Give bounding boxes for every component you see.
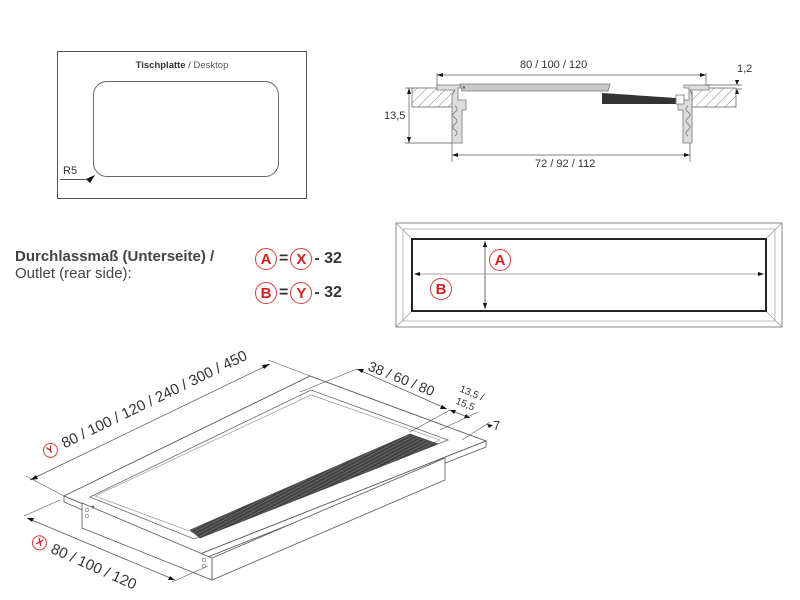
desktop-title-de: Tischplatte <box>135 60 186 71</box>
outlet-label-de: Durchlassmaß (Unterseite) / <box>15 248 215 265</box>
bottom-width-dimension: 72 / 92 / 112 <box>535 158 596 170</box>
desktop-title: Tischplatte / Desktop <box>135 60 229 71</box>
outlet-label-en: Outlet (rear side): <box>15 265 132 282</box>
radius-arrow-icon <box>86 175 95 183</box>
lip-thickness-dimension: 1,2 <box>737 63 753 75</box>
radius-leader-line <box>60 179 90 180</box>
radius-label: R5 <box>63 165 78 177</box>
top-width-dimension: 80 / 100 / 120 <box>520 59 588 71</box>
formula-a: A = X - 32 <box>255 248 342 270</box>
marker-b-icon: B <box>255 282 277 304</box>
marker-x-icon: X <box>290 248 313 270</box>
formula-b: B = Y - 32 <box>255 282 342 304</box>
frame-marker-a-icon: A <box>489 249 511 271</box>
marker-y-icon: Y <box>290 282 313 304</box>
height-dimension: 13,5 <box>384 110 406 122</box>
rim-height-label: 7 <box>493 418 501 433</box>
outlet-legend: Durchlassmaß (Unterseite) / Outlet (rear… <box>15 248 214 282</box>
desktop-top-view: Tischplatte / Desktop R5 <box>57 51 307 199</box>
cutout-rounded-rect <box>93 81 279 177</box>
marker-a-icon: A <box>255 248 277 270</box>
frame-marker-b-icon: B <box>430 278 452 300</box>
desktop-title-en: Desktop <box>193 60 229 71</box>
